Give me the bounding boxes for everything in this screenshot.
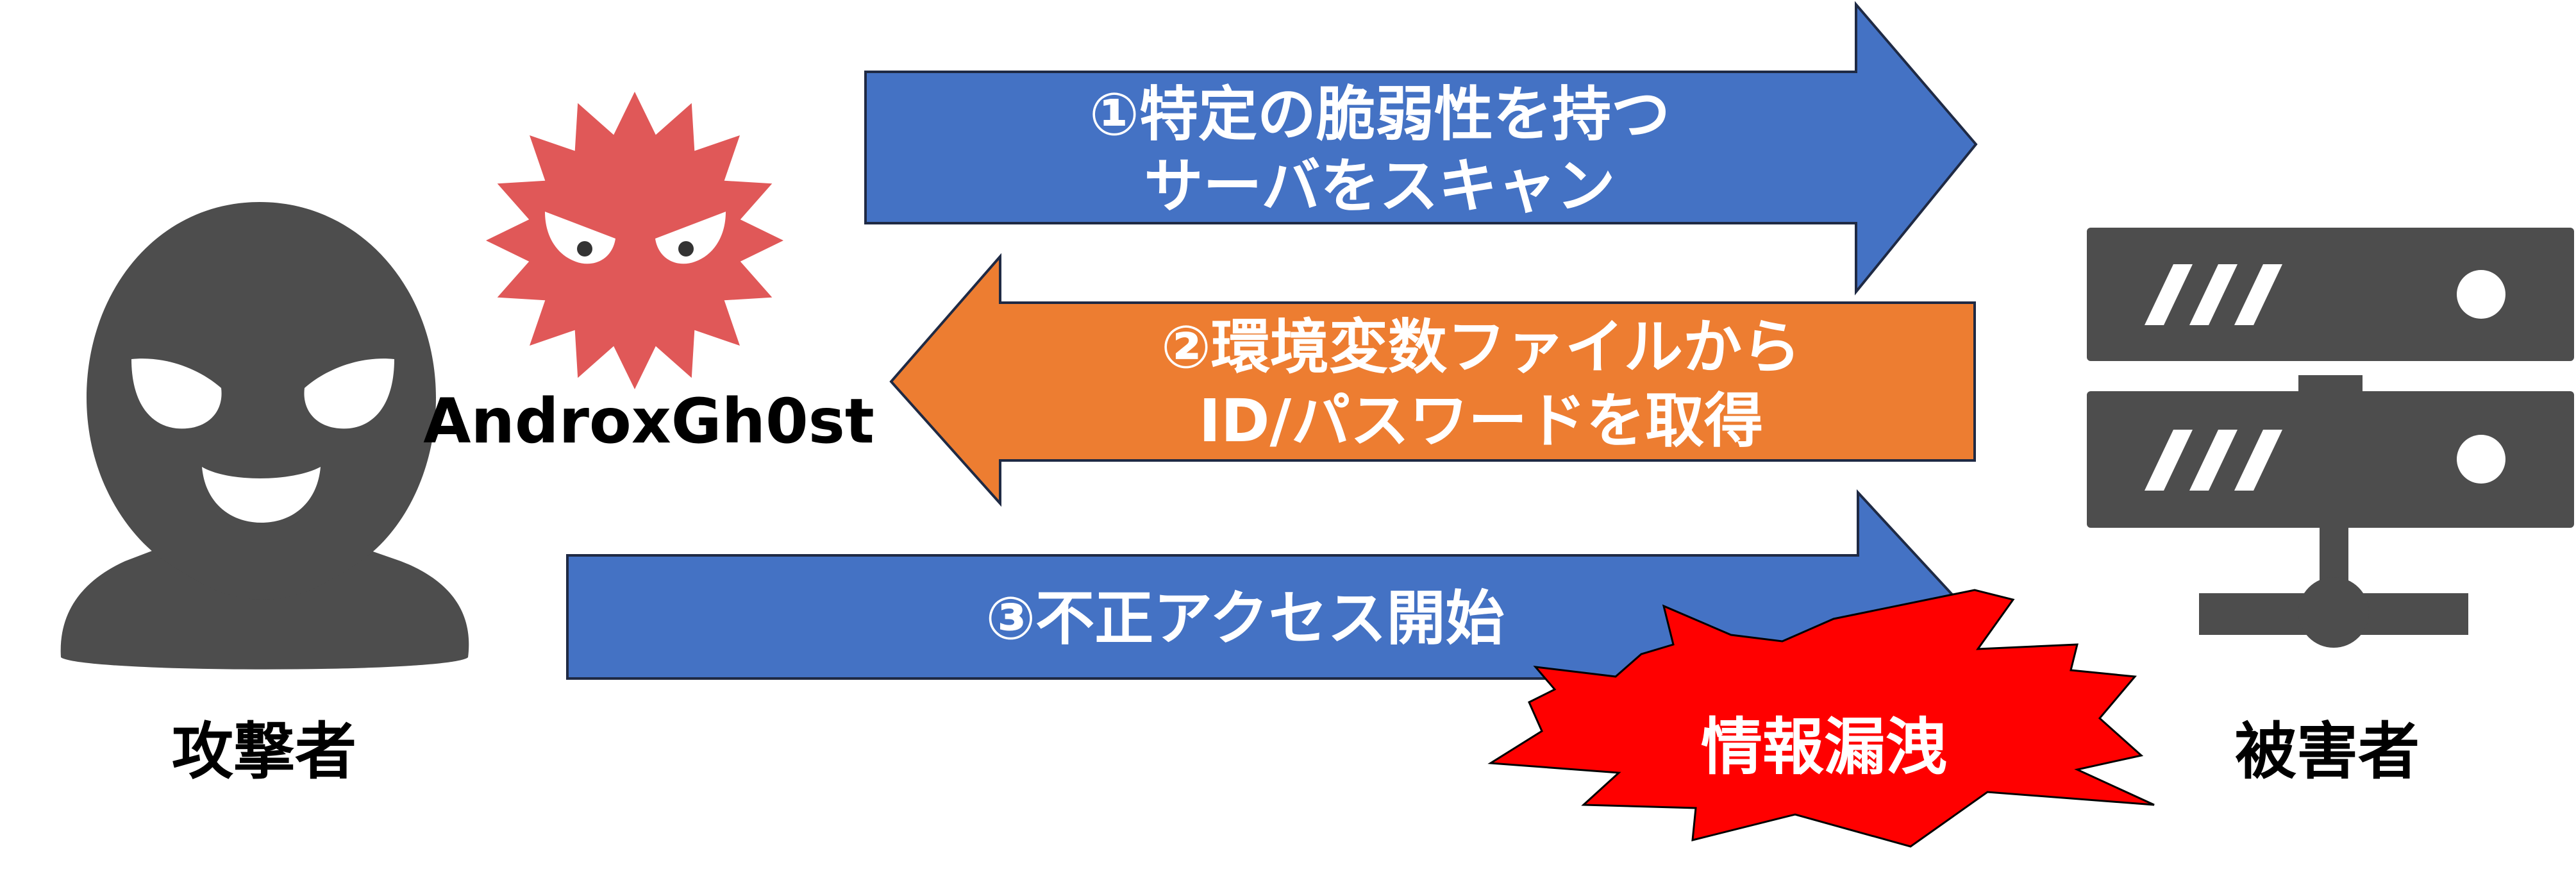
server-top-slot-2	[2189, 264, 2237, 325]
virus-left-eye	[545, 212, 615, 264]
retrieve-arrow-shape	[889, 253, 1976, 507]
victim-label: 被害者	[2235, 716, 2420, 788]
attacker-body	[60, 535, 469, 670]
step-2-line-1: ②環境変数ファイルから	[1161, 313, 1801, 382]
step-1-line-1: ①特定の脆弱性を持つ	[1089, 80, 1670, 149]
attacker-label: 攻撃者	[172, 716, 356, 788]
leak-burst-shape	[1487, 589, 2155, 848]
scan-arrow-shape	[864, 1, 1978, 296]
virus-left-pupil	[577, 241, 592, 257]
step-3-line-1: ③不正アクセス開始	[985, 584, 1504, 653]
virus-right-eye	[655, 212, 726, 264]
server-unit-middle	[2087, 391, 2574, 528]
masked-attacker-icon	[60, 202, 469, 670]
server-middle-led	[2457, 435, 2505, 484]
server-icon	[2087, 228, 2574, 648]
server-top-led	[2457, 270, 2505, 319]
attacker-left-eye	[131, 358, 222, 429]
attacker-right-eye	[304, 358, 394, 429]
server-unit-top	[2087, 228, 2574, 361]
server-top-slot-1	[2145, 264, 2193, 325]
server-middle-slot-1	[2145, 430, 2193, 491]
malware-name: AndroxGh0st	[423, 385, 874, 457]
server-base-joint	[2298, 577, 2369, 648]
server-top-slot-3	[2234, 264, 2282, 325]
leak-label: 情報漏洩	[1701, 711, 1947, 783]
attacker-mouth	[202, 467, 321, 523]
server-middle-slot-2	[2189, 430, 2237, 491]
step-2-line-2: ID/パスワードを取得	[1199, 387, 1763, 455]
virus-body	[486, 92, 783, 389]
attacker-head	[87, 202, 436, 600]
step-3-access-arrow: ③不正アクセス開始	[566, 489, 1977, 755]
virus-right-pupil	[678, 241, 694, 257]
step-1-scan-arrow: ①特定の脆弱性を持つ サーバをスキャン	[864, 1, 1978, 296]
leak-burst: 情報漏洩	[1487, 589, 2155, 848]
step-2-retrieve-arrow: ②環境変数ファイルから ID/パスワードを取得	[889, 253, 1976, 507]
server-middle-slot-3	[2234, 430, 2282, 491]
step-1-line-2: サーバをスキャン	[1144, 152, 1615, 221]
virus-icon	[486, 92, 783, 389]
server-tab	[2298, 375, 2363, 401]
